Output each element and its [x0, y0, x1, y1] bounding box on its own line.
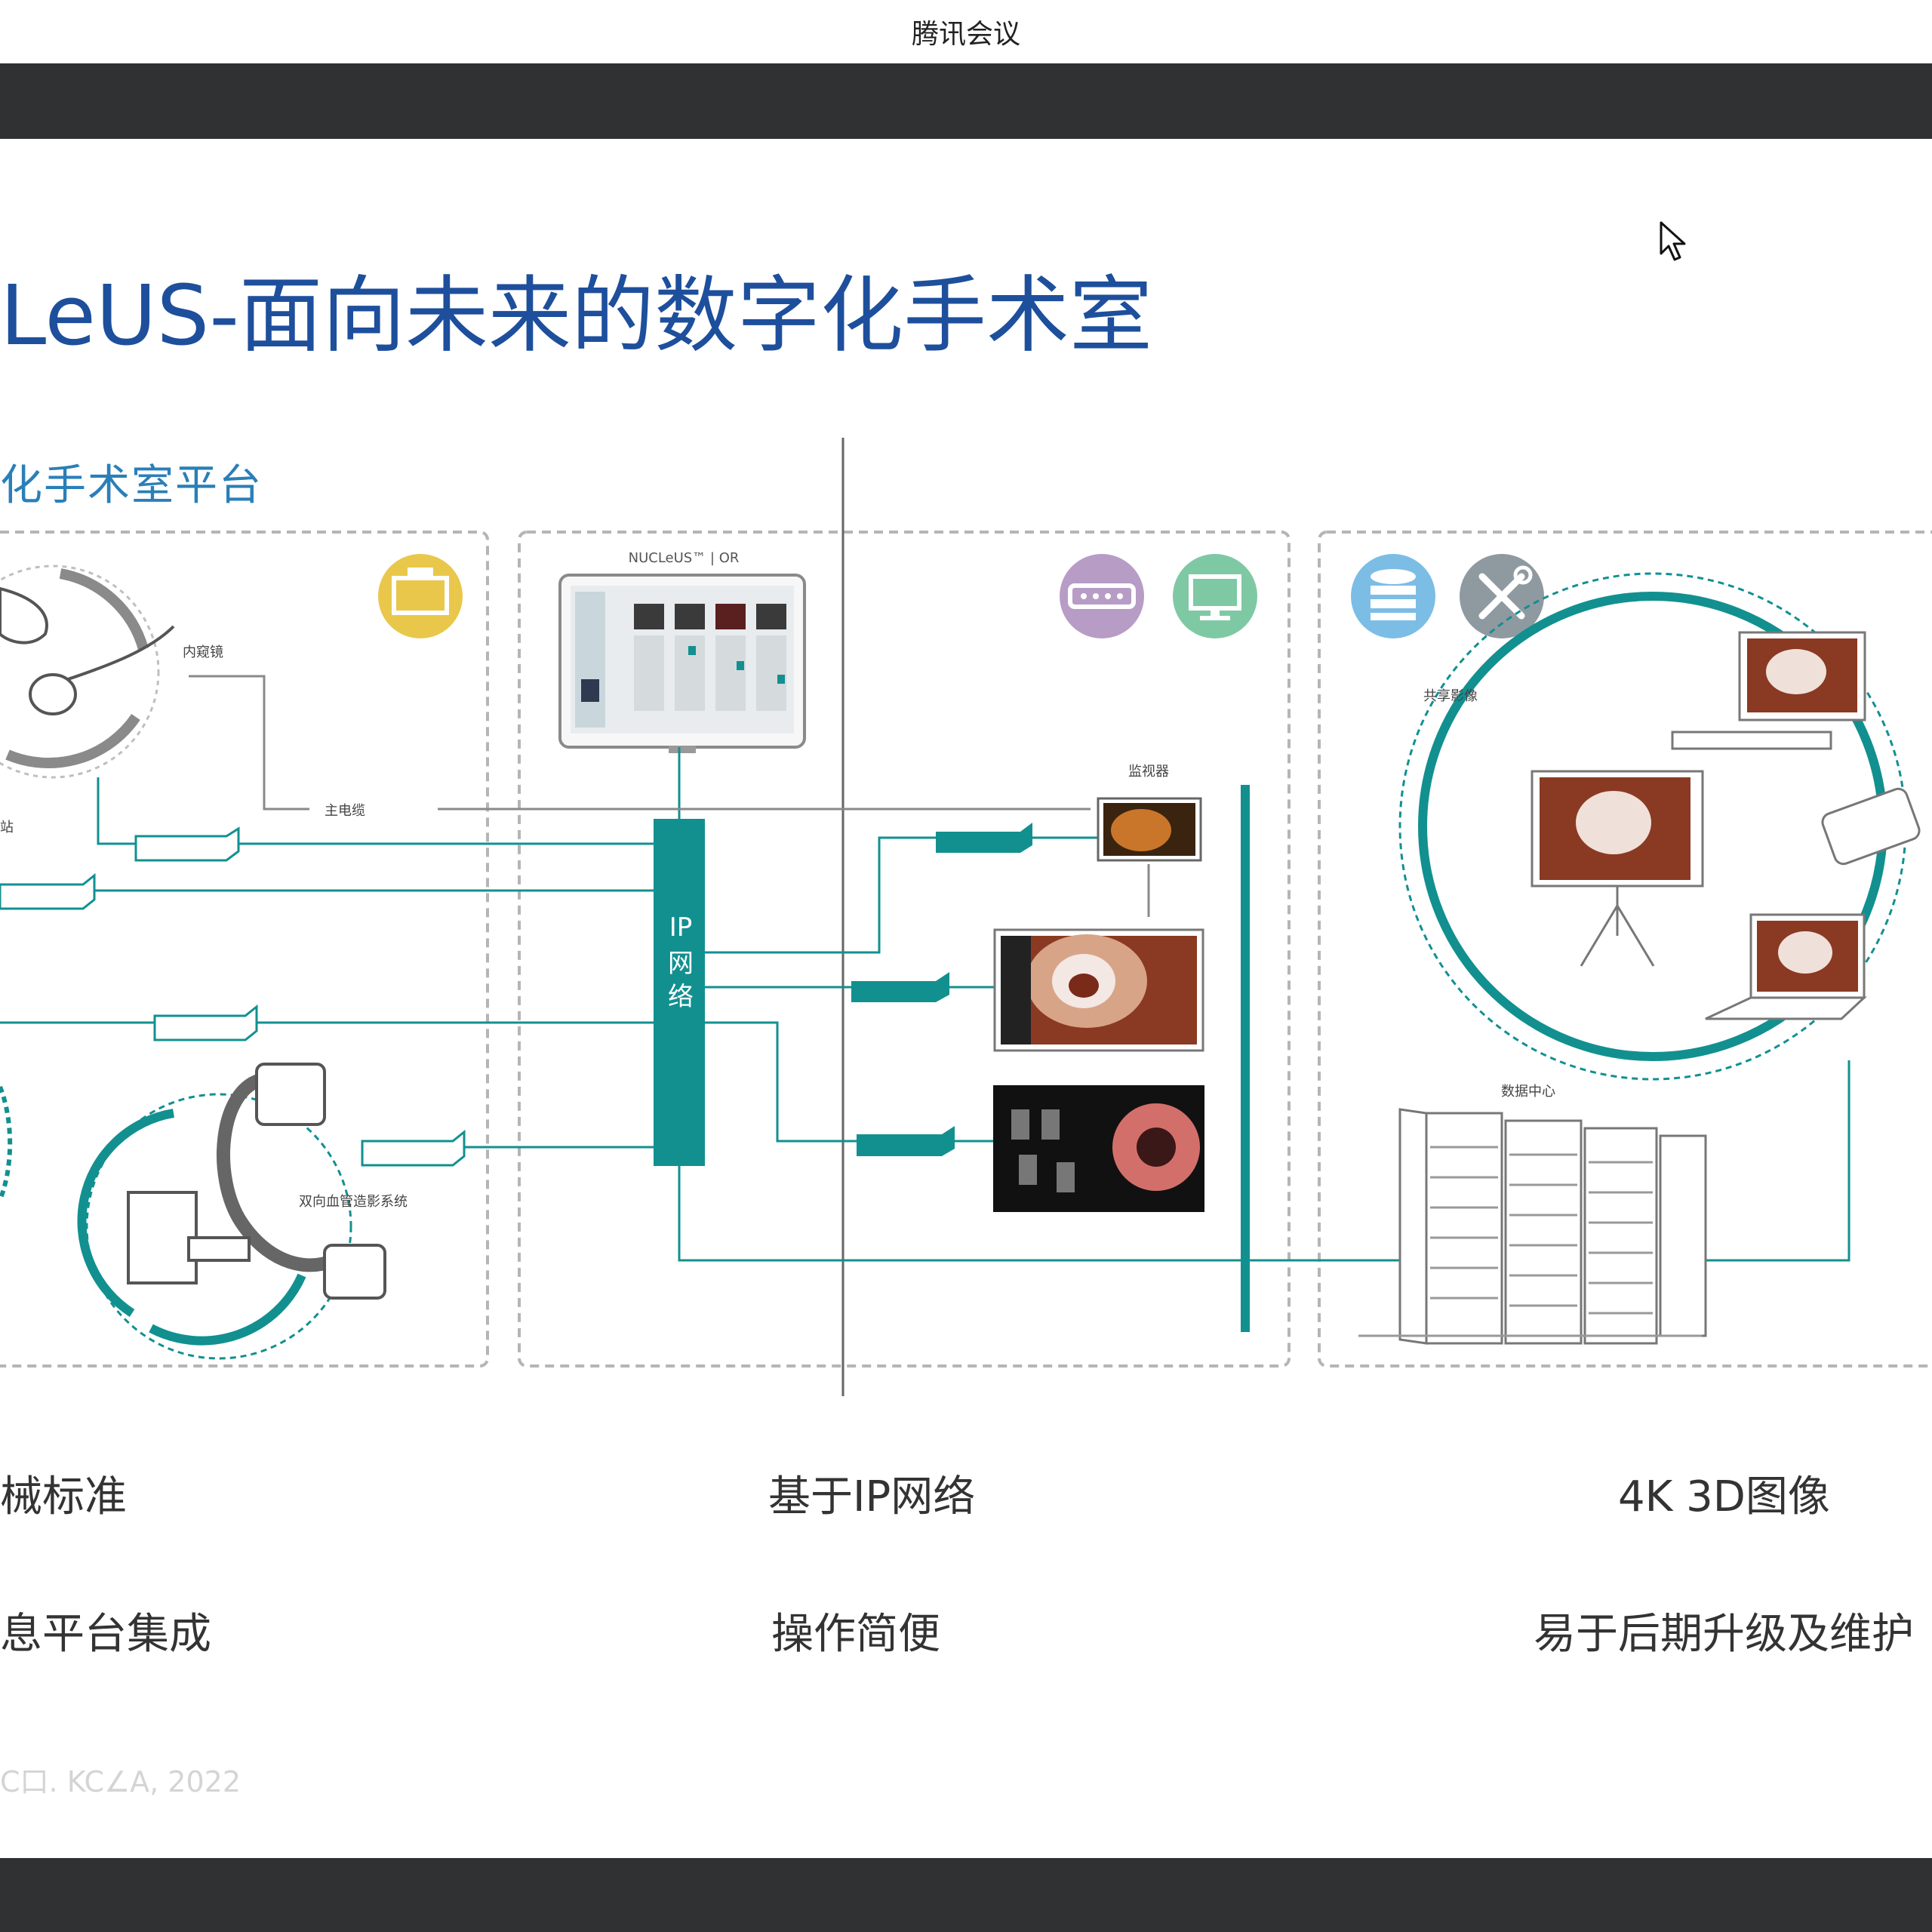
decoder-box-2 — [851, 972, 949, 1002]
decoder-box-3 — [857, 1126, 955, 1156]
ip-network-label-3: 络 — [668, 982, 694, 1012]
feature-col1-line1: 械标准 — [0, 1472, 127, 1521]
feature-col3-line2: 易于后期升级及维护 — [1534, 1610, 1914, 1659]
window-titlebar: 腾讯会议 — [0, 0, 1932, 63]
surgical-display-image — [993, 928, 1204, 1052]
shared-image-circle — [1398, 572, 1921, 1081]
panel-middle — [518, 531, 1291, 1367]
architecture-diagram: NUCLeUS™ | OR IP 网 络 内窥镜 主电缆 站 — [0, 438, 1932, 1396]
slide-title: LeUS-面向未来的数字化手术室 — [0, 267, 1153, 364]
feature-col2-line2: 操作简便 — [771, 1610, 940, 1659]
shared-slide — [0, 139, 1932, 1858]
encoder-box-4 — [361, 1129, 466, 1167]
angio-label: 双向血管造影系统 — [299, 1194, 408, 1210]
feature-col2-line1: 基于IP网络 — [768, 1472, 976, 1521]
small-monitor-image — [1097, 797, 1202, 862]
c-arm-illustration — [77, 1063, 386, 1360]
tools-icon — [1460, 554, 1544, 638]
monitor-icon — [1173, 554, 1257, 638]
feature-col3-line1: 4K 3D图像 — [1618, 1472, 1830, 1521]
device-label: NUCLeUS™ | OR — [629, 550, 740, 566]
slide-subtitle: 化手术室平台 — [0, 461, 263, 510]
encoder-box-1 — [134, 826, 240, 862]
encoder-box-3 — [153, 1004, 258, 1041]
cable-label: 主电缆 — [325, 803, 365, 819]
vertical-bus-line — [1241, 785, 1250, 1332]
ethernet-icon — [378, 554, 463, 638]
left-fragment-label: 站 — [0, 820, 14, 835]
decoder-box-1 — [936, 823, 1032, 853]
panel-left — [0, 531, 489, 1367]
encoder-box-2 — [0, 872, 96, 910]
endoscope-illustration — [0, 565, 175, 779]
ip-network-label-2: 网 — [668, 949, 694, 979]
data-center-illustration — [1358, 1108, 1707, 1345]
slide-footnote: C口. KC∠A, 2022 — [0, 1765, 241, 1798]
meeting-bottom-toolbar — [0, 1858, 1932, 1932]
nucleus-control-panel-image — [558, 574, 806, 753]
meeting-top-toolbar — [0, 63, 1932, 139]
mouse-cursor-icon — [1660, 221, 1686, 261]
panel-right — [1318, 531, 1932, 1367]
data-center-label: 数据中心 — [1501, 1084, 1555, 1100]
feature-col1-line2: 息平台集成 — [0, 1610, 211, 1659]
switch-icon — [1060, 554, 1144, 638]
shared-image-label: 共享影像 — [1423, 688, 1478, 704]
3d-display-image — [993, 1085, 1204, 1212]
database-icon — [1351, 554, 1435, 638]
endoscope-label: 内窥镜 — [183, 645, 223, 660]
monitor-label: 监视器 — [1128, 764, 1169, 780]
window-title: 腾讯会议 — [911, 19, 1020, 50]
ip-network-bar — [654, 819, 705, 1166]
ip-network-label-1: IP — [669, 912, 693, 943]
